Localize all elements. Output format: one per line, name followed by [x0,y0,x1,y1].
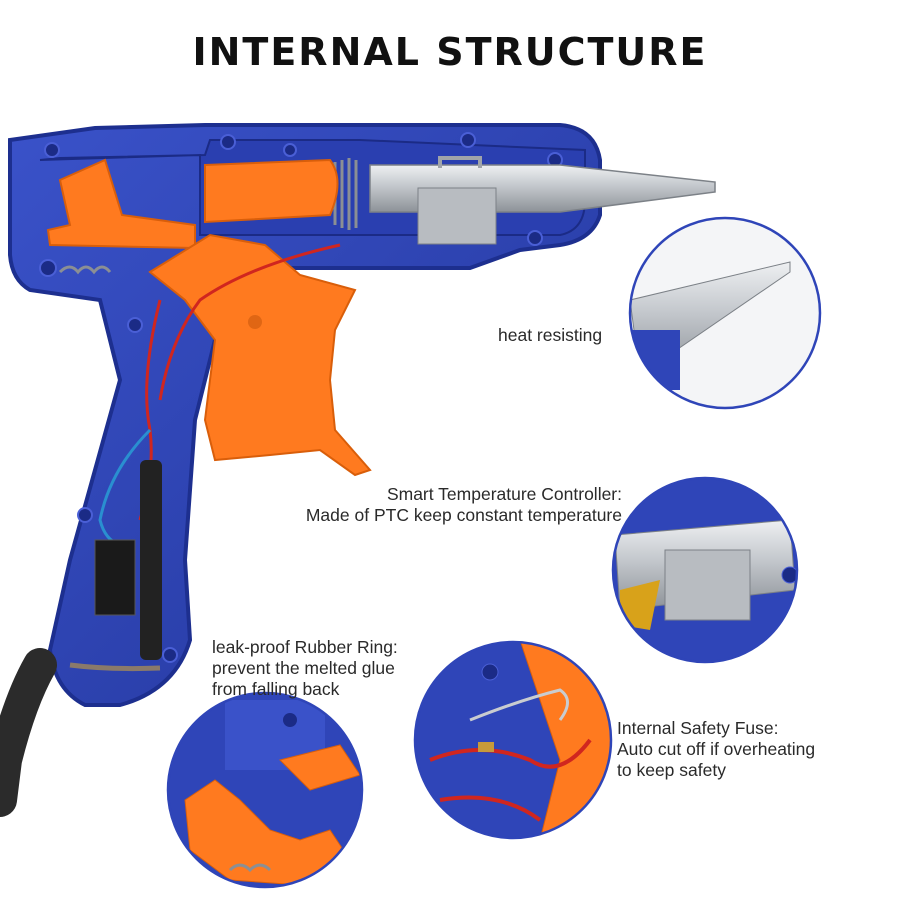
heat-resisting-text: heat resisting [498,325,603,345]
glue-stick-holder [204,158,339,224]
screw-bosses [39,132,563,663]
label-rubber-ring: leak-proof Rubber Ring: prevent the melt… [212,637,398,700]
rubber-ring-desc-2: from falling back [212,679,340,699]
safety-fuse-title: Internal Safety Fuse: [617,718,779,738]
zoom-ptc-heater [611,476,799,664]
temperature-controller-title: Smart Temperature Controller: [386,484,622,504]
ptc-heater-block [417,187,497,245]
label-heat-resisting: heat resisting [498,325,602,346]
safety-fuse-desc-1: Auto cut off if overheating [617,739,816,759]
label-safety-fuse: Internal Safety Fuse: Auto cut off if ov… [617,718,815,781]
switch [94,539,136,616]
rubber-ring-desc-1: prevent the melted glue [212,658,395,678]
zoom-nozzle-tip [628,216,822,410]
power-cable [0,648,57,817]
zoom-rubber-ring [166,691,364,889]
label-temperature-controller: Smart Temperature Controller: Made of PT… [230,484,622,526]
zoom-safety-fuse [413,640,613,840]
page-title: INTERNAL STRUCTURE [192,30,708,74]
rubber-sleeve [140,460,162,660]
glue-gun-body [0,123,716,817]
safety-fuse-desc-2: to keep safety [617,760,726,780]
rubber-ring-title: leak-proof Rubber Ring: [212,637,398,657]
temperature-controller-desc: Made of PTC keep constant temperature [305,505,622,525]
return-spring [58,265,112,275]
